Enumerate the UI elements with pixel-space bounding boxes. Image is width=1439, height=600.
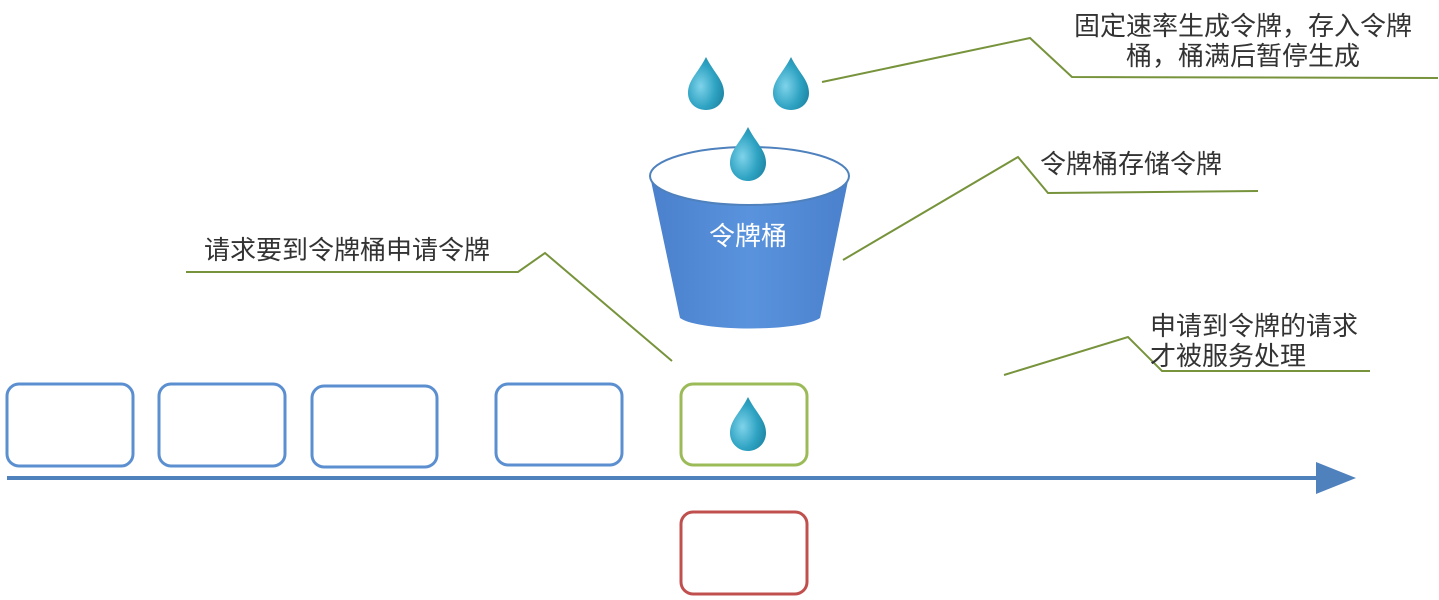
water-drop-icon <box>773 57 809 110</box>
request-box <box>494 382 624 467</box>
leader-line-rate <box>821 36 1439 83</box>
request-box <box>5 382 135 468</box>
annotation-bucket-storage: 令牌桶存储令牌 <box>1040 150 1223 180</box>
water-drop-icon <box>730 127 766 181</box>
annotation-request-apply: 请求要到令牌桶申请令牌 <box>204 236 491 266</box>
leader-line-request <box>186 251 673 362</box>
request-box <box>310 384 439 469</box>
water-drop-icon <box>730 397 766 451</box>
token-bucket <box>649 146 850 329</box>
leader-line-served <box>1003 335 1370 376</box>
leader-line-storage <box>842 155 1259 261</box>
bucket-label: 令牌桶 <box>708 222 787 252</box>
annotation-token-generation: 固定速率生成令牌，存入令牌桶，桶满后暂停生成 <box>1073 12 1412 72</box>
rejected-request-box <box>679 510 809 596</box>
water-drop-icon <box>688 57 724 110</box>
request-box <box>157 382 287 468</box>
annotation-request-served: 申请到令牌的请求才被服务处理 <box>1150 312 1359 372</box>
